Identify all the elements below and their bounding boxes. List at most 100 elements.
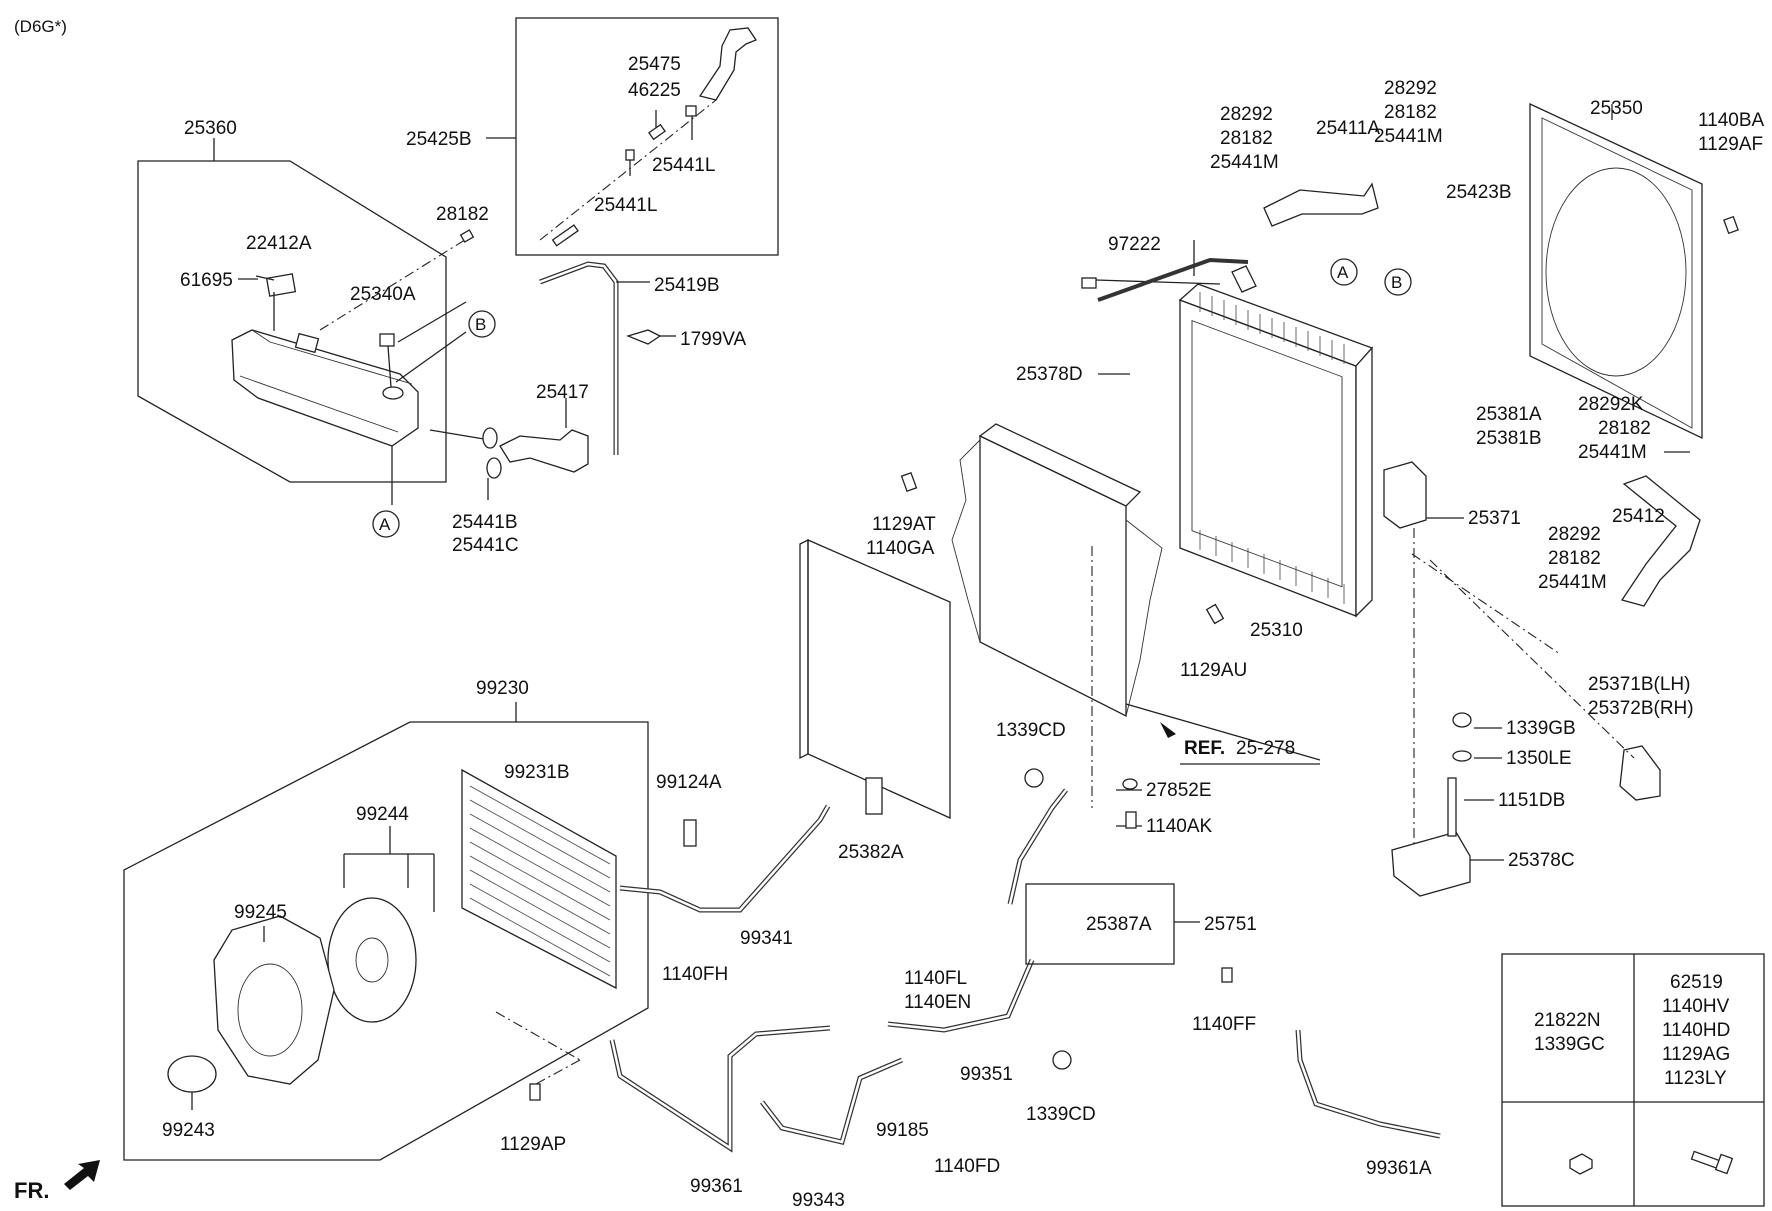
vent-hose-group [486, 17, 779, 256]
part-label: 1140BA [1698, 110, 1765, 131]
legend-right-item: 1140HV [1662, 996, 1730, 1017]
part-label: 25381A [1476, 404, 1542, 425]
part-label: 1140FL [904, 968, 967, 989]
part-label: 97222 [1108, 234, 1161, 255]
callout-a-left: A [372, 510, 400, 538]
legend-right-item: 62519 [1670, 972, 1723, 993]
part-label: 28182 [1598, 418, 1651, 439]
part-label: 25340A [350, 284, 416, 305]
intercooler [951, 423, 1321, 808]
part-label: 25441M [1210, 152, 1279, 173]
part-label: 46225 [628, 80, 681, 101]
svg-text:B: B [475, 315, 486, 334]
svg-text:A: A [1337, 263, 1349, 282]
part-label: 99230 [476, 678, 529, 699]
part-label: 25475 [628, 54, 681, 75]
svg-text:B: B [1391, 273, 1402, 292]
condenser-fan-group [123, 702, 649, 1161]
part-label: 99243 [162, 1120, 215, 1141]
svg-text:25-278: 25-278 [1236, 738, 1295, 759]
front-direction-indicator: FR. [14, 1160, 100, 1203]
fan-shroud-25350 [1529, 102, 1703, 440]
part-label: 25423B [1446, 182, 1512, 203]
legend-table: 21822N 1339GC 62519 1140HV 1140HD 1129AG… [1501, 953, 1765, 1207]
warning-label-22412A [265, 273, 297, 297]
part-label: 25441C [452, 535, 519, 556]
part-label: 28182 [1548, 548, 1601, 569]
part-label: 22412A [246, 233, 312, 254]
part-label: 25751 [1204, 914, 1257, 935]
part-label: 1140FH [662, 964, 728, 985]
part-label: 99124A [656, 772, 722, 793]
radiator-hoses [1081, 182, 1701, 607]
part-label: 1339CD [996, 720, 1066, 741]
svg-text:A: A [379, 515, 391, 534]
part-label: 1140AK [1146, 816, 1213, 837]
part-label: 1129AF [1698, 134, 1763, 155]
part-label: 28292 [1548, 524, 1601, 545]
part-label: 25441L [652, 155, 715, 176]
legend-left-item: 21822N [1534, 1010, 1601, 1031]
part-label: 25441L [594, 195, 657, 216]
part-label: 1151DB [1498, 790, 1565, 811]
part-label: 28182 [1220, 128, 1273, 149]
part-label: 99245 [234, 902, 287, 923]
part-label: 25411A [1316, 118, 1380, 139]
overflow-hose [539, 261, 676, 455]
part-label: 28292K [1578, 394, 1644, 415]
condenser-frame [799, 538, 951, 820]
part-label: 99244 [356, 804, 409, 825]
part-label: 27852E [1146, 780, 1212, 801]
callout-b-right: B [1384, 268, 1412, 296]
part-label: 25425B [406, 129, 472, 150]
part-label: 99351 [960, 1064, 1013, 1085]
part-label: 25378C [1508, 850, 1575, 871]
part-labels: 25360 22412A 61695 25340A 28182 25425B 2… [162, 54, 1765, 1211]
callout-b-left: B [468, 310, 496, 338]
fan-shroud [213, 915, 335, 1085]
part-label: 25412 [1612, 506, 1665, 527]
part-label: 1350LE [1506, 748, 1572, 769]
hose-25417 [482, 398, 589, 500]
part-label: 1129AT [872, 514, 936, 535]
front-arrow-icon [64, 1160, 100, 1190]
reservoir-cap [382, 386, 404, 400]
mounting-brackets [1383, 461, 1661, 897]
bolt-icon [1690, 1150, 1734, 1175]
part-label: 28292 [1220, 104, 1273, 125]
part-label: 99343 [792, 1190, 845, 1211]
part-label: 25372B(RH) [1588, 698, 1694, 719]
part-label: 25382A [838, 842, 904, 863]
part-label: 1129AU [1180, 660, 1247, 681]
part-label: 25387A [1086, 914, 1152, 935]
fan-blade [327, 897, 417, 1023]
part-label: 25350 [1590, 98, 1643, 119]
part-label: 25419B [654, 275, 720, 296]
part-label: 28182 [1384, 102, 1437, 123]
part-label: 1339GB [1506, 718, 1576, 739]
callout-a-right: A [1330, 258, 1358, 286]
part-label: 99361A [1366, 1158, 1432, 1179]
fasteners [529, 215, 1739, 1101]
legend-right-item: 1123LY [1664, 1068, 1727, 1089]
part-label: 1339CD [1026, 1104, 1096, 1125]
part-label: 1140FF [1192, 1014, 1256, 1035]
part-label: 1129AP [500, 1134, 566, 1155]
part-label: 1799VA [680, 329, 747, 350]
legend-left-item: 1339GC [1534, 1034, 1605, 1055]
part-label: 1140EN [904, 992, 971, 1013]
part-label: 25417 [536, 382, 589, 403]
ac-lines [609, 788, 1441, 1153]
part-label: 99341 [740, 928, 793, 949]
fan-motor [167, 1055, 217, 1093]
nut-icon [1569, 1153, 1593, 1175]
part-label: 99231B [504, 762, 570, 783]
part-label: 25441B [452, 512, 518, 533]
part-label: 25371B(LH) [1588, 674, 1690, 695]
part-label: 25310 [1250, 620, 1303, 641]
front-label: FR. [14, 1178, 49, 1203]
part-label: 28182 [436, 204, 489, 225]
vent-hose [698, 27, 757, 101]
